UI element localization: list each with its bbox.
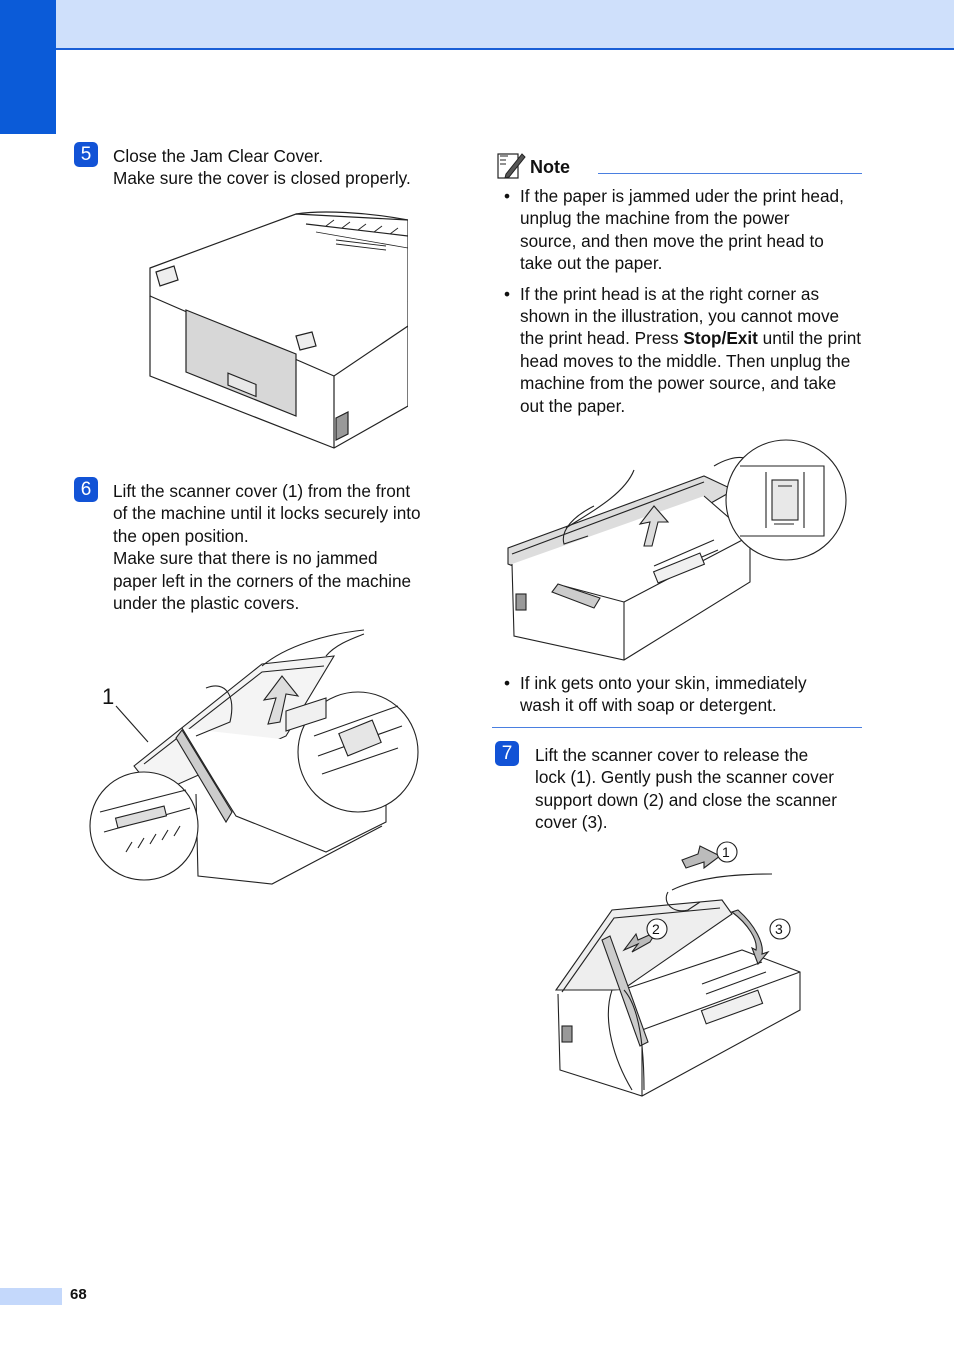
bullet-line: If the paper is jammed uder the print he… <box>520 186 844 206</box>
figure-close-scanner-cover: 1 2 3 <box>552 840 804 1098</box>
figure-lift-scanner-cover: 1 <box>86 626 426 888</box>
note-bullet: If the print head is at the right corner… <box>498 283 862 417</box>
bullet-line: source, and then move the print head to <box>520 230 824 251</box>
note-bullets-bottom: If ink gets onto your skin, immediately … <box>498 672 868 725</box>
step-badge-7: 7 <box>495 741 519 766</box>
step-5-text: Close the Jam Clear Cover. Make sure the… <box>113 145 453 190</box>
step-6-line: under the plastic covers. <box>113 593 300 614</box>
callout-1: 1 <box>102 684 114 709</box>
step-6-line: Make sure that there is no jammed <box>113 548 378 569</box>
note-bullets-top: If the paper is jammed uder the print he… <box>498 185 868 425</box>
step-5-line: Make sure the cover is closed properly. <box>113 168 411 189</box>
bullet-line: unplug the machine from the power <box>520 208 790 229</box>
bullet-line: take out the paper. <box>520 253 663 274</box>
note-bullet: If the paper is jammed uder the print he… <box>498 185 868 275</box>
step-7-line: lock (1). Gently push the scanner cover <box>535 767 835 788</box>
bullet-line: If ink gets onto your skin, immediately <box>520 673 807 693</box>
callout-2: 2 <box>652 921 660 937</box>
step-6-line: Lift the scanner cover (1) from the fron… <box>113 481 411 501</box>
header-band <box>0 0 954 50</box>
stop-exit-key: Stop/Exit <box>683 328 758 349</box>
step-5-line: Close the Jam Clear Cover. <box>113 146 324 166</box>
figure-print-head-corner <box>504 436 850 662</box>
note-title: Note <box>530 157 570 177</box>
bullet-line: wash it off with soap or detergent. <box>520 695 777 716</box>
callout-3: 3 <box>775 921 783 937</box>
figure-close-jam-cover <box>146 206 408 452</box>
chapter-tab <box>0 0 56 134</box>
step-7-text: Lift the scanner cover to release the lo… <box>535 744 870 834</box>
footer-band <box>0 1288 62 1305</box>
step-6-line: paper left in the corners of the machine <box>113 570 412 591</box>
note-rule <box>598 173 862 174</box>
step-6-text: Lift the scanner cover (1) from the fron… <box>113 480 453 614</box>
step-6-line: of the machine until it locks securely i… <box>113 503 421 524</box>
callout-1: 1 <box>722 844 730 860</box>
note-bullet: If ink gets onto your skin, immediately … <box>498 672 868 717</box>
bullet-text: If the print head is at the right corner… <box>520 283 840 349</box>
step-7-line: cover (3). <box>535 812 608 833</box>
step-badge-5: 5 <box>74 142 98 167</box>
page-number: 68 <box>70 1286 87 1303</box>
step-7-line: Lift the scanner cover to release the <box>535 745 809 765</box>
step-badge-6: 6 <box>74 477 98 502</box>
bullet-text: until the print head moves to the middle… <box>520 328 862 416</box>
note-end-rule <box>492 727 862 728</box>
step-7-line: support down (2) and close the scanner <box>535 789 837 810</box>
note-pencil-icon <box>497 153 526 179</box>
note-header: Note <box>496 150 862 180</box>
step-6-line: the open position. <box>113 525 249 546</box>
